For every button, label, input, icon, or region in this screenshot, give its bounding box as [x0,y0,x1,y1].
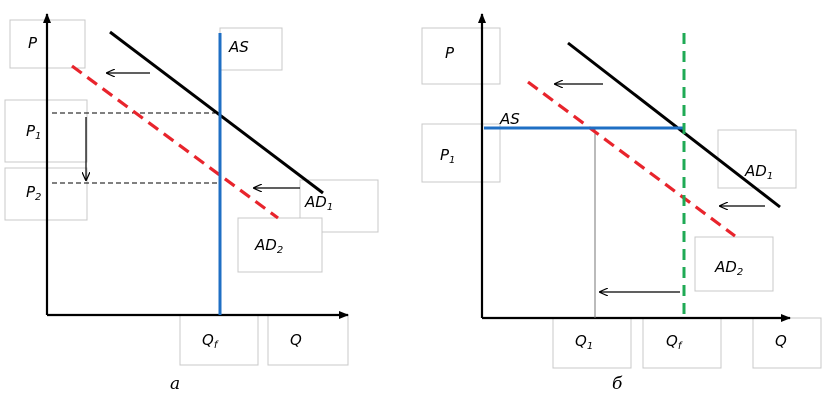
box-qf-a [179,314,259,366]
p1-label-b: P1 [440,146,455,166]
box-p1-b [421,123,501,183]
ad1-label-a: AD1 [304,193,333,213]
caption-a: а [170,374,180,393]
qf-label-b: Qf [666,332,683,352]
box-q1-b [552,317,632,369]
box-ad2-a [237,217,323,273]
q1-label-b: Q1 [575,332,593,352]
axis-p-label-b: P [445,44,455,62]
box-as-a [219,27,283,71]
p2-label-a: P2 [26,183,41,203]
axis-q-label-b: Q [775,332,787,350]
caption-b: б [612,374,623,393]
ad2-curve-a [71,64,279,220]
panel-a: P P1 P2 AS AD1 AD2 Qf Q а [4,13,379,393]
ad2-curve-b [527,80,736,238]
box-ad1-b [717,129,797,189]
ad1-label-b: AD1 [744,162,773,182]
panel-b: P P1 AS AD1 AD2 Q1 Qf Q б [421,13,822,393]
ad1-curve-a [109,30,324,195]
p1-label-a: P1 [26,122,41,142]
ad1-curve-b [567,41,781,209]
ad2-label-b: AD2 [714,258,743,278]
as-label-b: AS [499,110,520,128]
ad2-label-a: AD2 [254,236,283,256]
box-qf-b [642,317,722,369]
qf-label-a: Qf [202,331,219,351]
axis-q-label-a: Q [290,331,302,349]
axis-p-label-a: P [28,34,38,52]
as-label-a: AS [228,38,249,56]
box-p-axis-b [421,27,501,85]
box-q-axis-a [267,314,349,366]
box-q-axis-b [752,317,822,369]
